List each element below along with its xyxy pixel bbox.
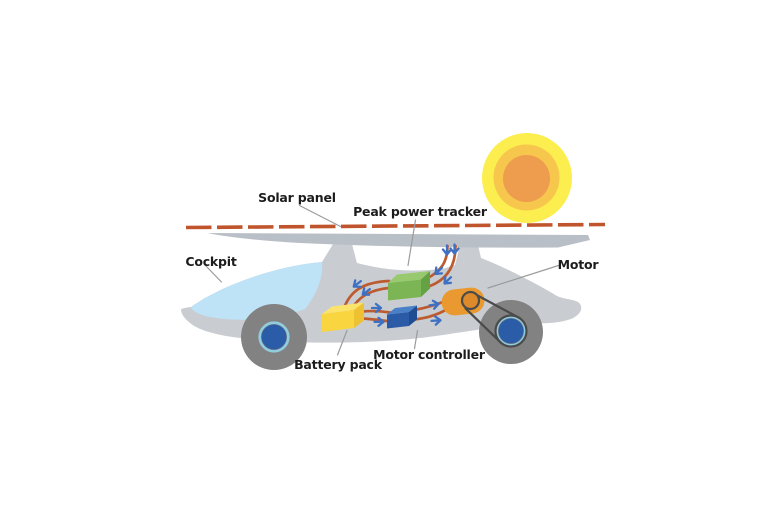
- leader-motor: [487, 264, 560, 289]
- controller-top-face: [387, 305, 417, 315]
- leader-solar-panel: [298, 204, 342, 228]
- motor-controller-box: [387, 305, 417, 329]
- controller-side-face: [409, 305, 417, 326]
- label-battery-pack: Battery pack: [294, 357, 383, 372]
- flow-arrow-right: [373, 316, 385, 327]
- flow-arrow-down-left: [352, 279, 362, 288]
- drive-belt: [464, 307, 503, 345]
- leader-motor-controller: [413, 329, 419, 350]
- rear-hub: [498, 318, 524, 344]
- labels: Solar panel Peak power tracker Cockpit M…: [185, 190, 599, 372]
- flow-arrow-down: [441, 244, 453, 256]
- leader-cockpit: [203, 263, 223, 283]
- label-motor-controller: Motor controller: [373, 347, 486, 362]
- battery-top-face: [322, 302, 364, 314]
- label-leaders: [203, 204, 560, 356]
- battery-front-face: [322, 310, 354, 332]
- label-peak-power-tracker: Peak power tracker: [353, 204, 488, 219]
- motor-assembly: [441, 287, 528, 348]
- leader-peak-power-tracker: [407, 219, 417, 267]
- tracker-side-face: [421, 271, 430, 297]
- battery-side-face: [354, 302, 364, 328]
- wire-tracker-to-battery: [342, 279, 391, 310]
- label-motor: Motor: [558, 257, 600, 272]
- label-solar-panel: Solar panel: [258, 190, 336, 205]
- tracker-top-face: [388, 271, 430, 283]
- battery-pack-box: [322, 302, 364, 332]
- leader-battery-pack: [336, 329, 348, 356]
- flow-arrow-down: [449, 243, 460, 255]
- flow-arrow-down-left: [361, 287, 371, 296]
- cockpit-canopy: [191, 262, 323, 320]
- flow-arrows: [352, 243, 460, 327]
- sun-icon: [482, 133, 572, 223]
- label-cockpit: Cockpit: [185, 254, 237, 269]
- rear-wheel: [479, 300, 543, 364]
- peak-power-tracker-box: [388, 271, 430, 301]
- front-wheel: [241, 304, 307, 370]
- flow-arrow-down-left: [443, 275, 453, 285]
- flow-arrow-right: [370, 302, 383, 314]
- drive-belt: [474, 293, 521, 320]
- controller-front-face: [387, 312, 409, 329]
- rear-hub-ring: [495, 315, 527, 347]
- flow-arrow-right: [430, 315, 442, 326]
- motor-pulley: [460, 290, 481, 311]
- front-hub: [261, 324, 287, 350]
- belt-hub-loop: [494, 314, 528, 348]
- tracker-front-face: [388, 279, 421, 301]
- solar-cells-dashes: [185, 222, 606, 230]
- sun-core: [503, 155, 550, 202]
- flow-arrow-down-left: [434, 266, 444, 276]
- front-hub-ring: [258, 321, 290, 353]
- flow-arrow-right: [428, 299, 440, 310]
- solar-panel-bar: [207, 233, 590, 248]
